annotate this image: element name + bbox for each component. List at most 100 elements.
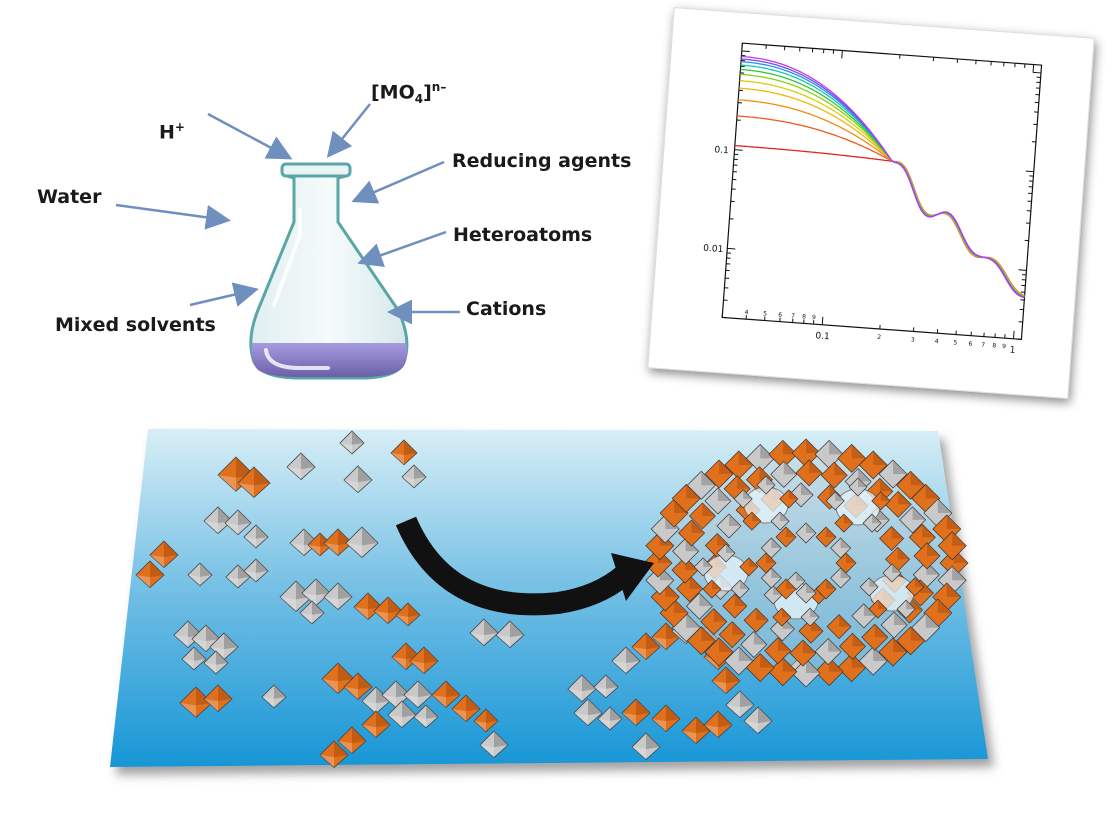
octahedron-highlight [218,475,236,492]
polyhedron-55 [573,698,603,727]
cluster-shade [801,482,814,495]
reagent-arrows [115,103,460,325]
assembly-arrow [395,516,632,616]
octahedron-shade [606,675,618,689]
x-minor-label: 5 [953,339,958,346]
cluster-polyhedron-10 [814,657,844,687]
octahedron-shade [758,707,772,724]
cluster-shade [810,619,823,632]
polyhedron-45 [413,704,439,729]
polyhedron-11 [289,528,319,557]
x-minor-label: 2 [877,334,882,341]
cluster-polyhedron-50 [740,630,768,658]
cluster-polyhedron-76 [769,616,795,642]
octahedron-shade [254,467,270,486]
polyhedron-31 [203,650,229,675]
cluster-polyhedron-53 [685,592,713,620]
cluster-polyhedron-47 [814,638,842,666]
cluster-polyhedron-40 [937,531,967,561]
y-tick [727,247,736,250]
x-minor-label-inner: 4 [744,309,749,316]
cluster-shade [732,621,746,635]
octahedron-shade [626,647,640,664]
octahedron-shade [312,601,324,615]
cluster-polyhedron-12 [768,657,798,687]
octahedron-shade [194,647,206,661]
cluster-shade [912,506,926,520]
polyhedron-30 [181,646,207,671]
series-line-5 [739,80,1025,298]
octahedron-shade [352,431,364,445]
cluster-polyhedron-78 [722,593,748,619]
cluster-polyhedron-75 [798,618,824,644]
cluster-polyhedron-49 [764,637,792,665]
cluster-shade [751,512,761,522]
series-line-1 [734,144,1025,297]
cluster-core-119 [795,582,817,604]
cluster-shade [891,526,904,539]
window-edge-97 [871,491,891,511]
cluster-polyhedron-77 [743,607,769,633]
polyhedron-52 [479,730,509,759]
cluster-polyhedron-70 [913,542,941,570]
cluster-shade [834,462,848,476]
x-minor-label-inner: 5 [763,310,768,317]
data-series [734,55,1025,299]
window-edge-112 [739,557,759,577]
cluster-shade [843,514,853,524]
polyhedron-7 [401,464,427,489]
octahedron-shade [418,681,432,698]
cluster-polyhedron-46 [839,632,867,660]
cluster-shade [780,512,790,522]
label-mo4: [MO4]n– [371,80,446,106]
polyhedron-36 [261,684,287,709]
polyhedron-2 [237,466,271,498]
cluster-polyhedron-54 [676,575,704,603]
cluster-polyhedron-63 [795,459,823,487]
cluster-core-123 [760,537,782,559]
polyhedron-51 [319,740,349,769]
window-edge-111 [716,543,736,563]
h-plus-text: H [159,121,175,144]
octahedron-shade [402,701,416,718]
cluster-shade [869,577,879,587]
octahedron-shade [164,541,178,558]
cluster-shade [719,637,734,652]
cluster-shade [728,513,741,526]
cluster-polyhedron-34 [858,450,888,480]
polyhedron-38 [343,672,373,701]
polyhedron-22 [323,582,353,611]
x-minor-label: 6 [968,341,973,348]
cluster-shade [760,653,775,668]
mo4-text: [MO [371,81,415,104]
cluster-shade [686,613,701,628]
window-edge-113 [730,579,750,599]
cluster-shade [783,461,797,475]
window-edge-108 [896,599,916,619]
cluster-shade [726,544,735,553]
polyhedron-47 [451,694,481,723]
octahedron-shade [238,565,250,579]
octahedron-shade [362,527,378,546]
cluster-shade [773,585,783,595]
cluster-shade [835,491,845,501]
octahedron-highlight [180,703,196,718]
cluster-shade [717,487,731,501]
x-tick-label-1: 1 [1009,346,1015,356]
octahedron-highlight [280,597,296,612]
x-minor-label: 3 [911,336,916,343]
cluster-polyhedron-89 [879,525,905,551]
polyhedron-17 [187,562,213,587]
mo4-bracket: ] [423,81,432,104]
y-tick-right [1032,71,1042,74]
cluster-shade [922,524,936,538]
series-line-2 [736,115,1025,297]
window-edge-115 [693,557,713,577]
y-tick [741,50,750,53]
cluster-polyhedron-11 [791,658,821,688]
cluster-shade [786,527,796,538]
octahedron-shade [610,707,622,721]
y-tick-right [1018,269,1027,271]
cluster-shade [851,653,866,668]
